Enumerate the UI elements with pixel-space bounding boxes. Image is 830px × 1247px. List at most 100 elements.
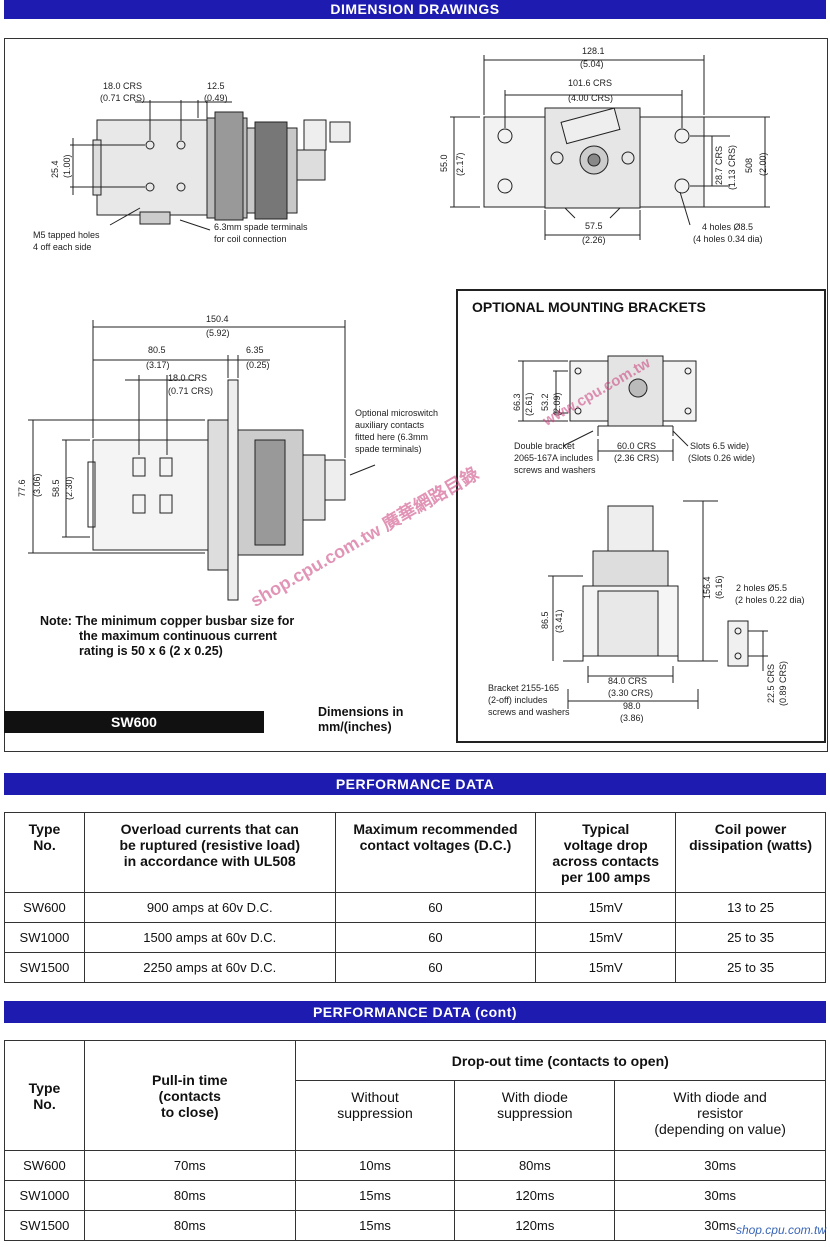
dim-150-4: 150.4 [206, 314, 229, 324]
dim-128-1: 128.1 [582, 46, 605, 56]
dim-55-in: (2.17) [455, 152, 465, 176]
performance-data-title: PERFORMANCE DATA [4, 773, 826, 795]
side-view-main-drawing [28, 320, 376, 601]
br-dim-98-in: (3.86) [620, 713, 644, 723]
performance-data-cont-title: PERFORMANCE DATA (cont) [4, 1001, 826, 1023]
dimensions-note-line-2: mm/(inches) [318, 720, 392, 734]
th2-pullin-label: Pull-in time (contacts to close) [152, 1071, 228, 1120]
spade-label-2: for coil connection [214, 234, 287, 244]
th2-without-label: Without suppression [337, 1089, 413, 1121]
th2-dropout: Drop-out time (contacts to open) [294, 1040, 827, 1081]
cell-without: 15ms [294, 1180, 456, 1211]
br-double-1: Double bracket [514, 441, 575, 451]
th2-diode-resistor-label: With diode and resistor (depending on va… [654, 1089, 786, 1137]
dim-18-crs: 18.0 CRS [103, 81, 142, 91]
footer-watermark: shop.cpu.com.tw [735, 1223, 826, 1237]
br-double-2: 2065-167A includes [514, 453, 594, 463]
cell-coil-power: 25 to 35 [675, 952, 826, 983]
th2-type-label: Type No. [28, 1079, 61, 1112]
dim-508-in: (2.00) [758, 152, 768, 176]
dimensions-note-line-1: Dimensions in [318, 705, 404, 719]
dim-18-crs-b-in: (0.71 CRS) [168, 386, 213, 396]
cell-voltage: 60 [334, 922, 537, 953]
br-dim-22-5: 22.5 CRS [766, 664, 776, 703]
micro-label-2: auxiliary contacts [355, 420, 425, 430]
table-row: SW1000 80ms 15ms 120ms 30ms [4, 1180, 826, 1211]
th2-diode: With diode suppression [454, 1080, 616, 1151]
cell-diode-resistor: 30ms [614, 1210, 826, 1241]
cell-voltage-drop: 15mV [535, 952, 677, 983]
performance-table: Type No. Overload currents that can be r… [4, 812, 826, 983]
th2-dropout-label: Drop-out time (contacts to open) [451, 1052, 669, 1069]
note-line-3: rating is 50 x 6 (2 x 0.25) [79, 644, 223, 658]
dimension-drawings-svg: 18.0 CRS (0.71 CRS) 12.5 (0.49) 25.4 (1.… [17, 46, 770, 601]
th-type-label: Type No. [28, 821, 61, 853]
dim-80-5: 80.5 [148, 345, 166, 355]
cell-pullin: 70ms [83, 1150, 296, 1181]
busbar-note: Note: The minimum copper busbar size for… [40, 614, 294, 659]
dim-25-4: 25.4 [50, 160, 60, 178]
br-slots-2: (Slots 0.26 wide) [688, 453, 755, 463]
dim-58-5-in: (2.30) [64, 476, 74, 500]
th-coil-power-label: Coil power dissipation (watts) [689, 821, 813, 853]
drawings-frame [4, 38, 828, 752]
holes-label-1: 4 holes Ø8.5 [702, 222, 753, 232]
cell-without: 15ms [294, 1210, 456, 1241]
dim-18-crs-in: (0.71 CRS) [100, 93, 145, 103]
table-row: SW600 70ms 10ms 80ms 30ms [4, 1150, 826, 1181]
cell-voltage: 60 [334, 952, 537, 983]
cell-pullin: 80ms [83, 1210, 296, 1241]
br-dim-22-5-in: (0.89 CRS) [778, 661, 788, 706]
dim-57-5: 57.5 [585, 221, 603, 231]
cell-diode-resistor: 30ms [614, 1150, 826, 1181]
th-type: Type No. [4, 812, 85, 893]
spade-label-1: 6.3mm spade terminals [214, 222, 308, 232]
th-voltage-drop: Typical voltage drop across contacts per… [535, 812, 677, 893]
dim-128-1-in: (5.04) [580, 59, 604, 69]
dim-28-7-in: (1.13 CRS) [727, 145, 737, 190]
dim-12-5-in: (0.49) [204, 93, 228, 103]
cell-coil-power: 13 to 25 [675, 892, 826, 923]
dropout-header-row: Type No. Pull-in time (contacts to close… [4, 1040, 827, 1151]
cell-without: 10ms [294, 1150, 456, 1181]
cell-voltage-drop: 15mV [535, 922, 677, 953]
br-bracket-1: Bracket 2155-165 [488, 683, 559, 693]
br-dim-98: 98.0 [623, 701, 641, 711]
cell-type: SW1500 [4, 952, 85, 983]
dim-28-7: 28.7 CRS [714, 146, 724, 185]
th2-without: Without suppression [294, 1080, 456, 1151]
model-label: SW600 [4, 711, 264, 733]
br-dim-156-4-in: (6.16) [714, 575, 724, 599]
cell-diode: 80ms [454, 1150, 616, 1181]
micro-label-1: Optional microswitch [355, 408, 438, 418]
dim-6-35-in: (0.25) [246, 360, 270, 370]
br-dim-66-3-in: (2.61) [524, 392, 534, 416]
m5-label-2: 4 off each side [33, 242, 91, 252]
side-view-top-drawing [70, 100, 351, 231]
br-dim-53-2-in: (2.09) [552, 392, 562, 416]
dim-55: 55.0 [439, 154, 449, 172]
th2-pullin: Pull-in time (contacts to close) [83, 1040, 296, 1151]
th2-diode-resistor: With diode and resistor (depending on va… [614, 1080, 826, 1151]
dropout-subheader-row: Without suppression With diode suppressi… [5, 1080, 826, 1151]
br-double-3: screws and washers [514, 465, 596, 475]
holes-label-2: (4 holes 0.34 dia) [693, 234, 763, 244]
dim-58-5: 58.5 [51, 479, 61, 497]
mounting-brackets-panel: OPTIONAL MOUNTING BRACKETS [456, 289, 826, 743]
cell-voltage-drop: 15mV [535, 892, 677, 923]
table-row: SW1500 2250 amps at 60v D.C. 60 15mV 25 … [4, 952, 826, 983]
br-dim-86-5-in: (3.41) [554, 609, 564, 633]
mounting-brackets-title: OPTIONAL MOUNTING BRACKETS [472, 299, 706, 315]
br-holes-2: (2 holes 0.22 dia) [735, 595, 805, 605]
br-dim-66-3: 66.3 [512, 393, 522, 411]
br-dim-86-5: 86.5 [540, 611, 550, 629]
table-row: SW1500 80ms 15ms 120ms 30ms [4, 1210, 826, 1241]
br-dim-84-in: (3.30 CRS) [608, 688, 653, 698]
dim-101-6-in: (4.00 CRS) [568, 93, 613, 103]
th-voltage-drop-label: Typical voltage drop across contacts per… [552, 821, 660, 885]
th2-type: Type No. [4, 1040, 85, 1151]
dimension-drawings-title: DIMENSION DRAWINGS [4, 0, 826, 19]
br-holes-1: 2 holes Ø5.5 [736, 583, 787, 593]
dim-18-crs-b: 18.0 CRS [168, 373, 207, 383]
table-row: SW1000 1500 amps at 60v D.C. 60 15mV 25 … [4, 922, 826, 953]
